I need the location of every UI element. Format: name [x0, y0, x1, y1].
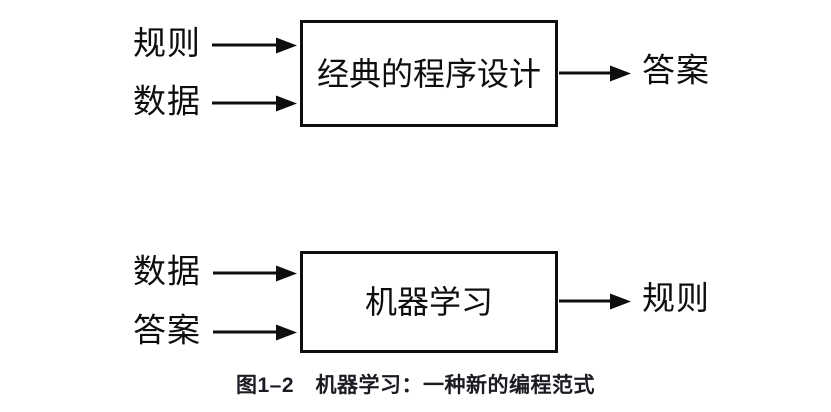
- input-label-data: 数据: [133, 254, 201, 291]
- process-box-label: 经典的程序设计: [316, 55, 541, 92]
- process-box-classical-programming: 经典的程序设计: [300, 20, 558, 127]
- input-label-data: 数据: [133, 84, 201, 121]
- arrow-right-icon: [212, 43, 276, 47]
- process-box-machine-learning: 机器学习: [300, 251, 558, 353]
- output-label-rules: 规则: [642, 281, 710, 318]
- arrow-right-icon: [559, 71, 610, 75]
- arrow-right-icon: [213, 330, 276, 334]
- arrow-right-icon: [213, 271, 276, 275]
- output-label-answers: 答案: [642, 53, 710, 90]
- process-box-label: 机器学习: [364, 284, 493, 320]
- input-label-answers: 答案: [133, 313, 201, 350]
- arrow-right-icon: [559, 299, 610, 303]
- input-label-rules: 规则: [133, 26, 201, 63]
- figure-caption: 图1–2 机器学习：一种新的编程范式: [235, 374, 596, 397]
- arrow-right-icon: [212, 101, 276, 105]
